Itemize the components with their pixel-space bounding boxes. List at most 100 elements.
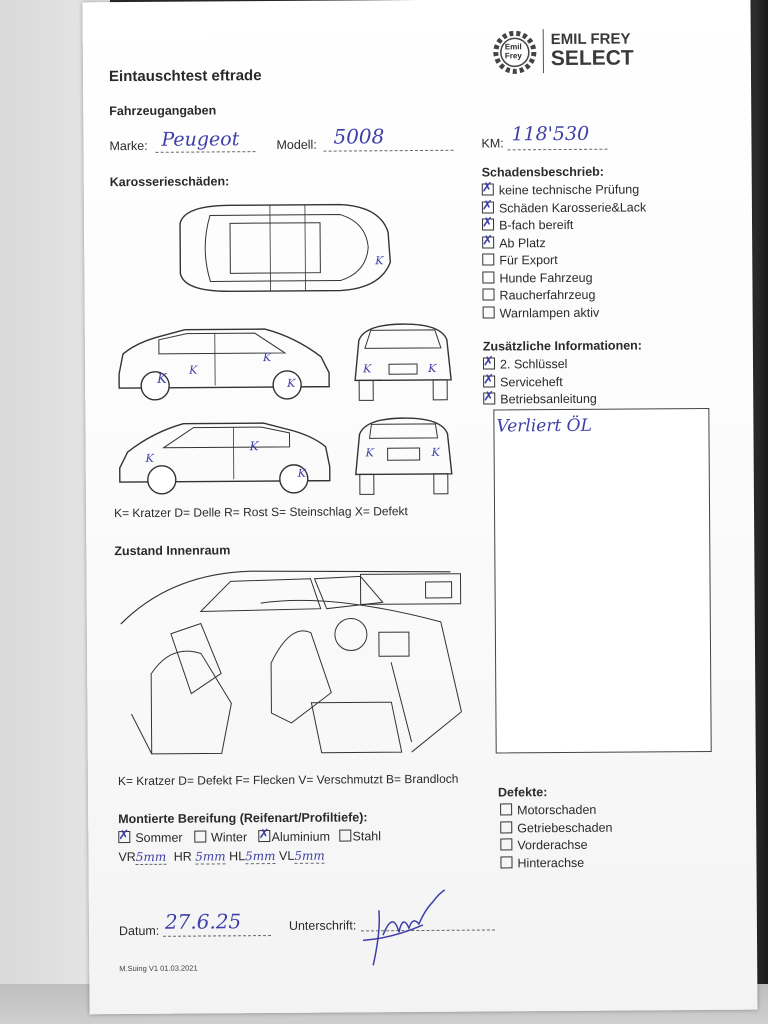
notes-text: Verliert ÖL — [496, 415, 592, 437]
hl-value: 5mm — [245, 849, 276, 865]
datum-label: Datum: — [118, 923, 160, 939]
form-sheet: Emil Frey EMIL FREY SELECT Eintauschtest… — [82, 0, 758, 1015]
checkbox-label: Raucherfahrzeug — [499, 287, 596, 303]
checkbox[interactable] — [500, 803, 513, 816]
checkbox-sommer[interactable] — [118, 831, 131, 844]
car-front-view-diagram — [354, 323, 452, 401]
checkbox-row[interactable]: Motorschaden — [500, 803, 612, 821]
checkbox-label: Motorschaden — [517, 802, 597, 818]
damage-mark: K — [145, 451, 154, 465]
hl-label: HL — [229, 849, 246, 864]
vr-value: 5mm — [135, 849, 167, 865]
form-title: Eintauschtest eftrade — [108, 67, 262, 86]
damage-mark: K — [189, 363, 198, 377]
checkbox[interactable] — [481, 218, 495, 231]
car-rear-view-diagram — [355, 417, 453, 495]
checkbox-label: B-fach bereift — [498, 217, 574, 233]
km-label: KM: — [481, 136, 504, 151]
checkbox[interactable] — [481, 200, 494, 214]
hr-value: 5mm — [195, 849, 226, 865]
checkbox[interactable] — [500, 855, 513, 868]
damage-mark: K — [362, 362, 372, 376]
signature-image — [362, 889, 446, 966]
damage-mark: K — [287, 376, 296, 390]
logo-line2: SELECT — [550, 46, 634, 71]
car-top-view-diagram — [179, 203, 392, 293]
checkbox-row[interactable]: Getriebeschaden — [500, 820, 612, 838]
checkbox-label: Schäden Karosserie&Lack — [498, 199, 647, 215]
unterschrift-label: Unterschrift: — [288, 918, 357, 933]
car-left-side-diagram — [118, 328, 330, 401]
tire-winter-label: Winter — [210, 830, 248, 845]
checkbox[interactable] — [482, 235, 495, 249]
checkbox-row[interactable]: 2. Schlüssel — [482, 357, 597, 375]
damage-mark: K — [249, 439, 259, 454]
zusaetzliche-list: 2. Schlüssel Serviceheft Betriebsanleitu… — [482, 357, 597, 410]
checkbox-row[interactable]: Betriebsanleitung — [483, 392, 597, 410]
checkbox[interactable] — [482, 253, 495, 266]
logo-line1: EMIL FREY — [550, 30, 631, 49]
schadensbeschrieb-heading: Schadensbeschrieb: — [481, 164, 604, 180]
checkbox[interactable] — [500, 838, 513, 851]
checkbox-aluminium[interactable] — [258, 830, 271, 843]
damage-mark: K — [431, 445, 440, 459]
checkbox-label: Vorderachse — [517, 837, 588, 853]
checkbox[interactable] — [482, 288, 495, 301]
checkbox-label: Betriebsanleitung — [500, 391, 597, 407]
damage-mark: K — [157, 371, 167, 387]
checkbox-row[interactable]: Raucherfahrzeug — [482, 287, 646, 306]
checkbox[interactable] — [482, 270, 495, 284]
checkbox-row[interactable]: Schäden Karosserie&Lack — [481, 199, 647, 219]
checkbox[interactable] — [500, 820, 513, 833]
checkbox-row[interactable]: Hunde Fahrzeug — [482, 270, 646, 289]
checkbox-row[interactable]: keine technische Prüfung — [481, 182, 646, 201]
km-value: 118'530 — [511, 122, 590, 146]
checkbox-row[interactable]: Hinterachse — [500, 855, 612, 873]
marke-label: Marke: — [109, 138, 148, 154]
checkbox-row[interactable]: Für Export — [482, 252, 646, 271]
defekte-list: Motorschaden Getriebeschaden Vorderachse… — [500, 803, 613, 874]
notes-box[interactable]: Verliert ÖL — [493, 407, 712, 754]
checkbox[interactable] — [483, 374, 496, 388]
checkbox-row[interactable]: B-fach bereift — [481, 217, 646, 236]
checkbox-label: Hinterachse — [517, 855, 585, 870]
emil-frey-logo: Emil Frey EMIL FREY SELECT — [491, 28, 641, 75]
datum-value: 27.6.25 — [164, 909, 242, 934]
damage-mark: K — [262, 351, 272, 365]
form-footer: M.Suing V1 01.03.2021 — [119, 963, 198, 974]
checkbox[interactable] — [482, 305, 495, 319]
checkbox-label: Warnlampen aktiv — [499, 305, 600, 320]
damage-mark: K — [365, 446, 374, 460]
body-damage-legend: K= Kratzer D= Delle R= Rost S= Steinschl… — [113, 504, 408, 521]
section-tires-heading: Montierte Bereifung (Reifenart/Profiltie… — [118, 810, 368, 827]
modell-label: Modell: — [276, 137, 317, 152]
defekte-heading: Defekte: — [497, 785, 548, 800]
damage-mark: K — [297, 466, 307, 480]
checkbox-row[interactable]: Serviceheft — [483, 374, 597, 392]
section-body-heading: Karosserieschäden: — [109, 174, 230, 190]
tire-sommer-label: Sommer — [135, 830, 183, 845]
modell-value: 5008 — [333, 124, 385, 149]
checkbox-winter[interactable] — [193, 830, 207, 843]
checkbox-stahl[interactable] — [339, 829, 352, 842]
vl-label: VL — [278, 848, 295, 863]
checkbox[interactable] — [483, 392, 496, 405]
tire-stahl-label: Stahl — [352, 829, 382, 844]
checkbox-row[interactable]: Ab Platz — [482, 235, 646, 254]
damage-mark: K — [375, 254, 384, 268]
checkbox-label: keine technische Prüfung — [498, 182, 640, 198]
damage-mark: K — [427, 361, 437, 375]
checkbox-row[interactable]: Warnlampen aktiv — [482, 305, 647, 324]
checkbox-row[interactable]: Vorderachse — [500, 838, 612, 856]
checkbox-label: Serviceheft — [500, 374, 563, 389]
tire-type-row: Sommer Winter Aluminium Stahl — [118, 829, 381, 845]
section-vehicle-heading: Fahrzeugangaben — [109, 103, 217, 119]
checkbox[interactable] — [482, 357, 496, 370]
section-interior-heading: Zustand Innenraum — [114, 543, 231, 559]
schadensbeschrieb-list: keine technische Prüfung Schäden Karosse… — [481, 182, 647, 324]
checkbox-label: Hunde Fahrzeug — [499, 270, 593, 285]
checkbox[interactable] — [481, 183, 494, 196]
zusaetzliche-heading: Zusätzliche Informationen: — [482, 338, 642, 354]
checkbox-label: Für Export — [499, 253, 558, 268]
interior-damage-legend: K= Kratzer D= Defekt F= Flecken V= Versc… — [117, 771, 459, 789]
